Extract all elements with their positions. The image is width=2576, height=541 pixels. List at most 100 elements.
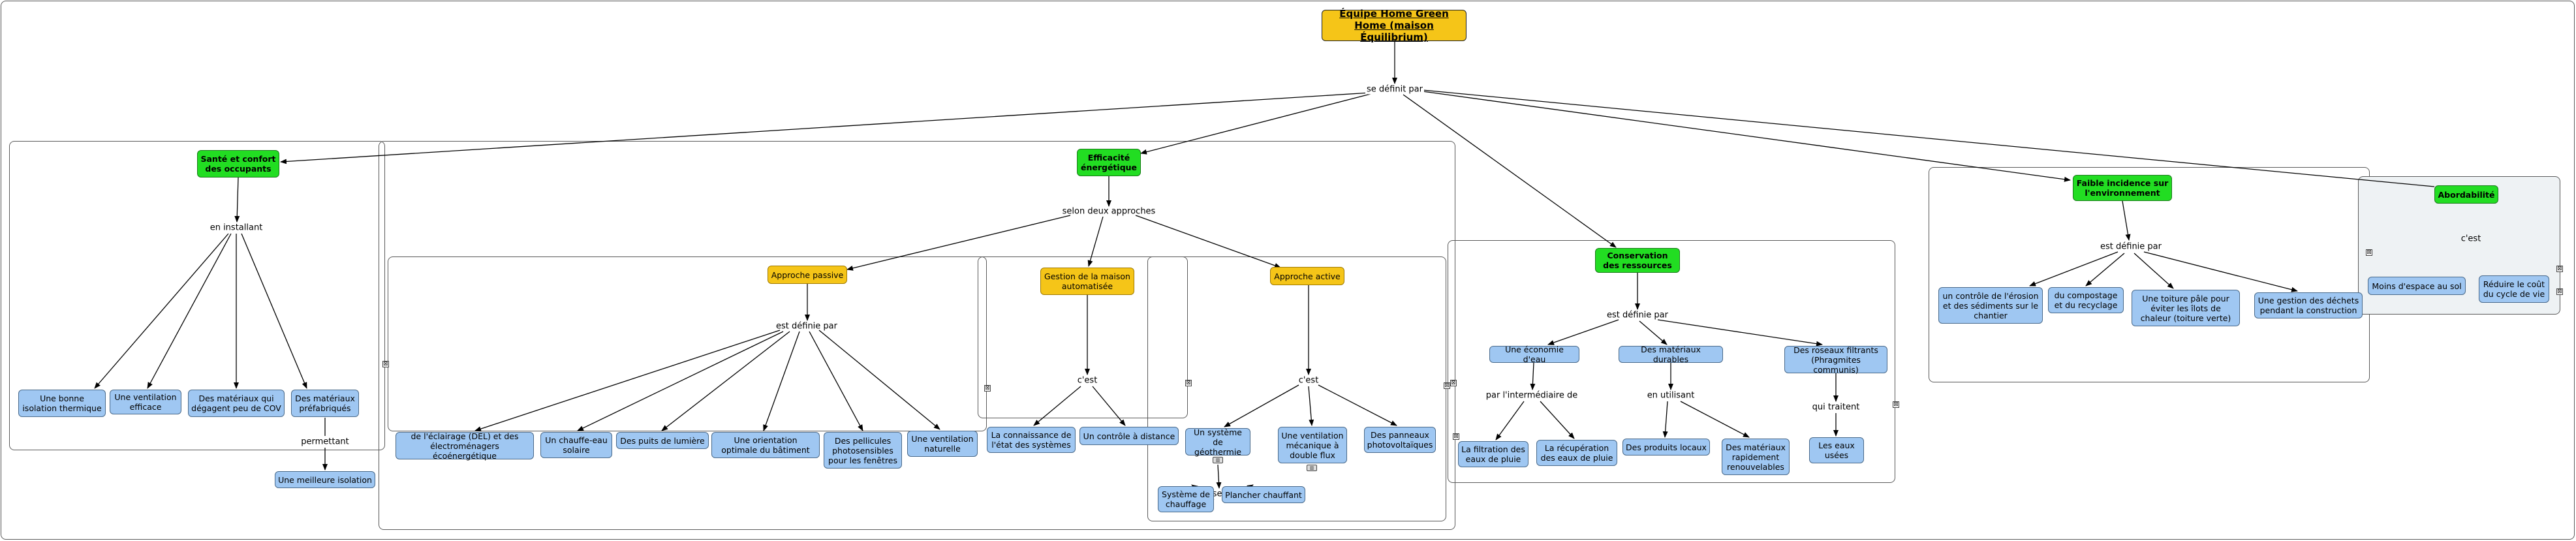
collapse-toggle-passive[interactable]: ⊠: [984, 385, 991, 392]
edge-43: [1680, 401, 1750, 438]
group-efficacite: [379, 141, 1455, 530]
active-link-label: c'est: [1298, 375, 1319, 386]
passive-node[interactable]: Approche passive: [768, 266, 847, 284]
collapse-toggle-abordabilite-right[interactable]: ⊠: [2556, 288, 2563, 295]
group-gestion: [978, 256, 1188, 418]
edge-46: [2122, 200, 2131, 241]
abordabilite-link-label: c'est: [2460, 234, 2481, 244]
passive-item-chauffe-eau[interactable]: Un chauffe-eau solaire: [540, 432, 612, 458]
faible-item-toiture[interactable]: Une toiture pâle pour éviter les îlots d…: [2132, 290, 2240, 326]
conservation-node[interactable]: Conservation des ressources: [1595, 248, 1680, 273]
faible-node[interactable]: Faible incidence sur l'environnement: [2073, 175, 2172, 201]
sante-result[interactable]: Une meilleure isolation: [275, 471, 375, 488]
sante-item-prefabriques[interactable]: Des matériaux préfabriqués: [291, 390, 359, 417]
collapse-toggle-active[interactable]: ⊠: [1444, 382, 1450, 389]
edge-35: [1547, 319, 1619, 345]
sante-item-cov[interactable]: Des matériaux qui dégagent peu de COV: [188, 390, 285, 417]
abordabilite-item-cout[interactable]: Réduire le coût du cycle de vie: [2479, 275, 2549, 303]
edge-10: [241, 233, 307, 389]
faible-item-compostage[interactable]: du compostage et du recyclage: [2048, 287, 2124, 313]
edge-21: [763, 331, 800, 431]
abordabilite-item-espace[interactable]: Moins d'espace au sol: [2368, 277, 2466, 295]
group-passive: [388, 256, 987, 431]
group-conservation: [1448, 240, 1895, 483]
edge-8: [147, 233, 232, 389]
sante-link-label: en installant: [209, 223, 263, 233]
edge-7: [94, 233, 229, 389]
edge-15: [1087, 216, 1104, 267]
roseaux-link-label: qui traitent: [1812, 402, 1860, 412]
sante-item-isolation[interactable]: Une bonne isolation thermique: [18, 390, 106, 417]
active-node[interactable]: Approche active: [1270, 267, 1344, 285]
materiaux-item-renouvelables[interactable]: Des matériaux rapidement renouvelables: [1722, 439, 1790, 475]
edge-38: [1530, 362, 1536, 390]
edge-47: [2029, 251, 2118, 286]
active-item-photovoltaiques[interactable]: Des panneaux photovoltaïques: [1364, 427, 1436, 453]
eau-node[interactable]: Une économie d'eau: [1489, 345, 1579, 364]
collapse-toggle-conservation-right[interactable]: ⊠: [1893, 401, 1899, 408]
active-sub-plancher[interactable]: Plancher chauffant: [1222, 486, 1305, 503]
collapse-toggle-sante[interactable]: ⊠: [382, 361, 389, 367]
edge-36: [1639, 320, 1668, 345]
edge-4: [1422, 91, 2071, 182]
faible-link-label: est définie par: [2100, 241, 2162, 252]
eau-item-recuperation[interactable]: La récupération des eaux de pluie: [1536, 440, 1617, 466]
edge-50: [2143, 251, 2298, 292]
passive-item-pellicules[interactable]: Des pellicules photosensibles pour les f…: [824, 432, 902, 469]
edge-31: [1216, 464, 1222, 489]
edge-29: [1308, 386, 1314, 426]
root-link-label: se définit par: [1365, 84, 1424, 95]
group-sante: [9, 141, 385, 450]
edge-49: [2134, 253, 2174, 289]
passive-item-ventilation[interactable]: Une ventilation naturelle: [907, 431, 978, 457]
root-node[interactable]: Équipe Home Green Home (maison Équilibri…: [1322, 8, 1466, 43]
faible-item-dechets[interactable]: Une gestion des déchets pendant la const…: [2254, 292, 2363, 318]
active-item-ventilation-badge[interactable]: ▥: [1307, 465, 1317, 471]
edge-3: [1403, 94, 1617, 248]
passive-item-orientation[interactable]: Une orientation optimale du bâtiment: [711, 432, 820, 458]
gestion-node[interactable]: Gestion de la maison automatisée: [1040, 268, 1134, 295]
efficacite-node[interactable]: Efficacité énergétique: [1077, 149, 1141, 176]
active-item-ventilation[interactable]: Une ventilation mécanique à double flux: [1278, 427, 1347, 463]
collapse-toggle-abordabilite-left[interactable]: ⊠: [2366, 249, 2372, 256]
edge-40: [1540, 401, 1575, 439]
passive-item-eclairage-box[interactable]: de l'éclairage (DEL) et des électroménag…: [396, 431, 534, 461]
passive-item-puits[interactable]: Des puits de lumière: [616, 432, 709, 449]
active-sub-chauffage[interactable]: Système de chauffage: [1158, 486, 1214, 512]
edge-37: [1657, 319, 1823, 347]
edge-30: [1318, 384, 1397, 426]
sante-link2-label: permettant: [301, 437, 349, 447]
edge-23: [818, 330, 940, 430]
collapse-toggle-conservation-left[interactable]: ⊠: [1450, 380, 1457, 386]
collapse-toggle-gestion[interactable]: ⊠: [1185, 380, 1192, 386]
roseaux-node[interactable]: Des roseaux filtrants (Phragmites commun…: [1784, 345, 1887, 375]
group-active: [1147, 256, 1446, 521]
materiaux-item-locaux[interactable]: Des produits locaux: [1622, 439, 1710, 456]
abordabilite-node[interactable]: Abordabilité: [2434, 185, 2498, 204]
sante-node[interactable]: Santé et confort des occupants: [197, 150, 279, 178]
edge-25: [1033, 386, 1081, 426]
edge-42: [1662, 401, 1668, 438]
materiaux-link-label: en utilisant: [1647, 390, 1695, 401]
edge-19: [577, 331, 784, 431]
edge-1: [280, 92, 1371, 164]
active-item-geothermie-badge[interactable]: ▥: [1213, 457, 1223, 463]
collapse-toggle-conservation[interactable]: ⊠: [1453, 433, 1459, 440]
roseaux-item-eaux-usees[interactable]: Les eaux usées: [1809, 437, 1864, 463]
eau-link-label: par l'intermédiaire de: [1485, 390, 1578, 401]
edge-6: [234, 177, 240, 223]
edge-18: [474, 330, 781, 431]
collapse-toggle-abordabilite-top[interactable]: ⊠: [2556, 266, 2563, 272]
active-item-geothermie[interactable]: Un système de géothermie: [1185, 427, 1250, 457]
sante-item-ventilation[interactable]: Une ventilation efficace: [110, 390, 181, 414]
edge-20: [661, 331, 790, 431]
materiaux-node[interactable]: Des matériaux durables: [1619, 345, 1723, 364]
gestion-item-controle[interactable]: Un contrôle à distance: [1079, 427, 1179, 445]
edge-2: [1140, 93, 1371, 155]
efficacite-link-label: selon deux approches: [1062, 206, 1156, 217]
eau-item-filtration[interactable]: La filtration des eaux de pluie: [1458, 441, 1529, 467]
faible-item-erosion[interactable]: un contrôle de l'érosion et des sédiment…: [1938, 287, 2043, 324]
gestion-item-connaissance[interactable]: La connaissance de l'état des systèmes: [987, 427, 1076, 453]
edge-5: [1422, 89, 2435, 187]
